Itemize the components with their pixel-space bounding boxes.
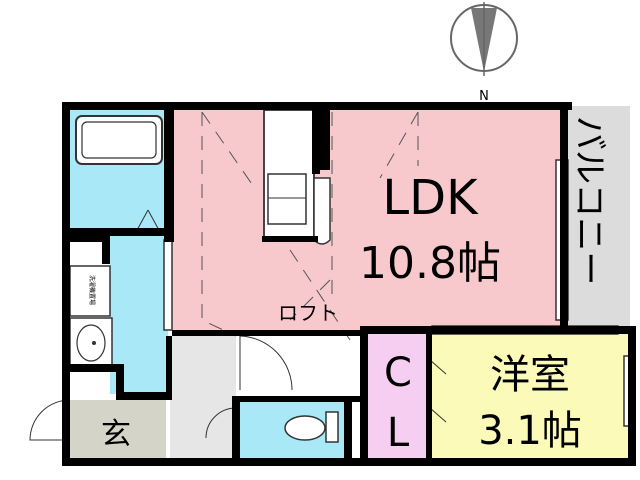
toilet-bowl — [284, 415, 326, 441]
closet-label-c: C — [384, 350, 412, 396]
balcony-floor — [568, 106, 630, 326]
door-swings — [29, 209, 447, 441]
walls — [62, 102, 636, 466]
western-room-name: 洋室 — [490, 352, 570, 398]
western-room-floor — [432, 334, 632, 460]
entrance-label: 玄 — [101, 417, 131, 452]
ldk-washroom-door — [163, 239, 173, 331]
bathtub — [75, 115, 163, 165]
entrance-floor — [70, 400, 166, 460]
washer-label: 洗濯機置場 — [88, 275, 96, 305]
compass: N — [450, 2, 518, 104]
loft-label: ロフト — [278, 301, 338, 325]
ldk-floor — [172, 110, 560, 334]
western-room-size: 3.1帖 — [478, 408, 582, 454]
toilet-tank — [325, 411, 339, 443]
ldk-room-size: 10.8帖 — [359, 238, 501, 289]
closet-label-l: L — [387, 410, 410, 456]
kitchen-sink — [267, 173, 307, 225]
loft-outline — [201, 111, 419, 341]
ldk-room-name: LDK — [382, 170, 479, 226]
hallway-floor — [170, 336, 236, 460]
balcony-label: バルコニー — [569, 116, 609, 285]
closet-floor — [366, 334, 430, 460]
compass-north-label: N — [479, 89, 489, 104]
